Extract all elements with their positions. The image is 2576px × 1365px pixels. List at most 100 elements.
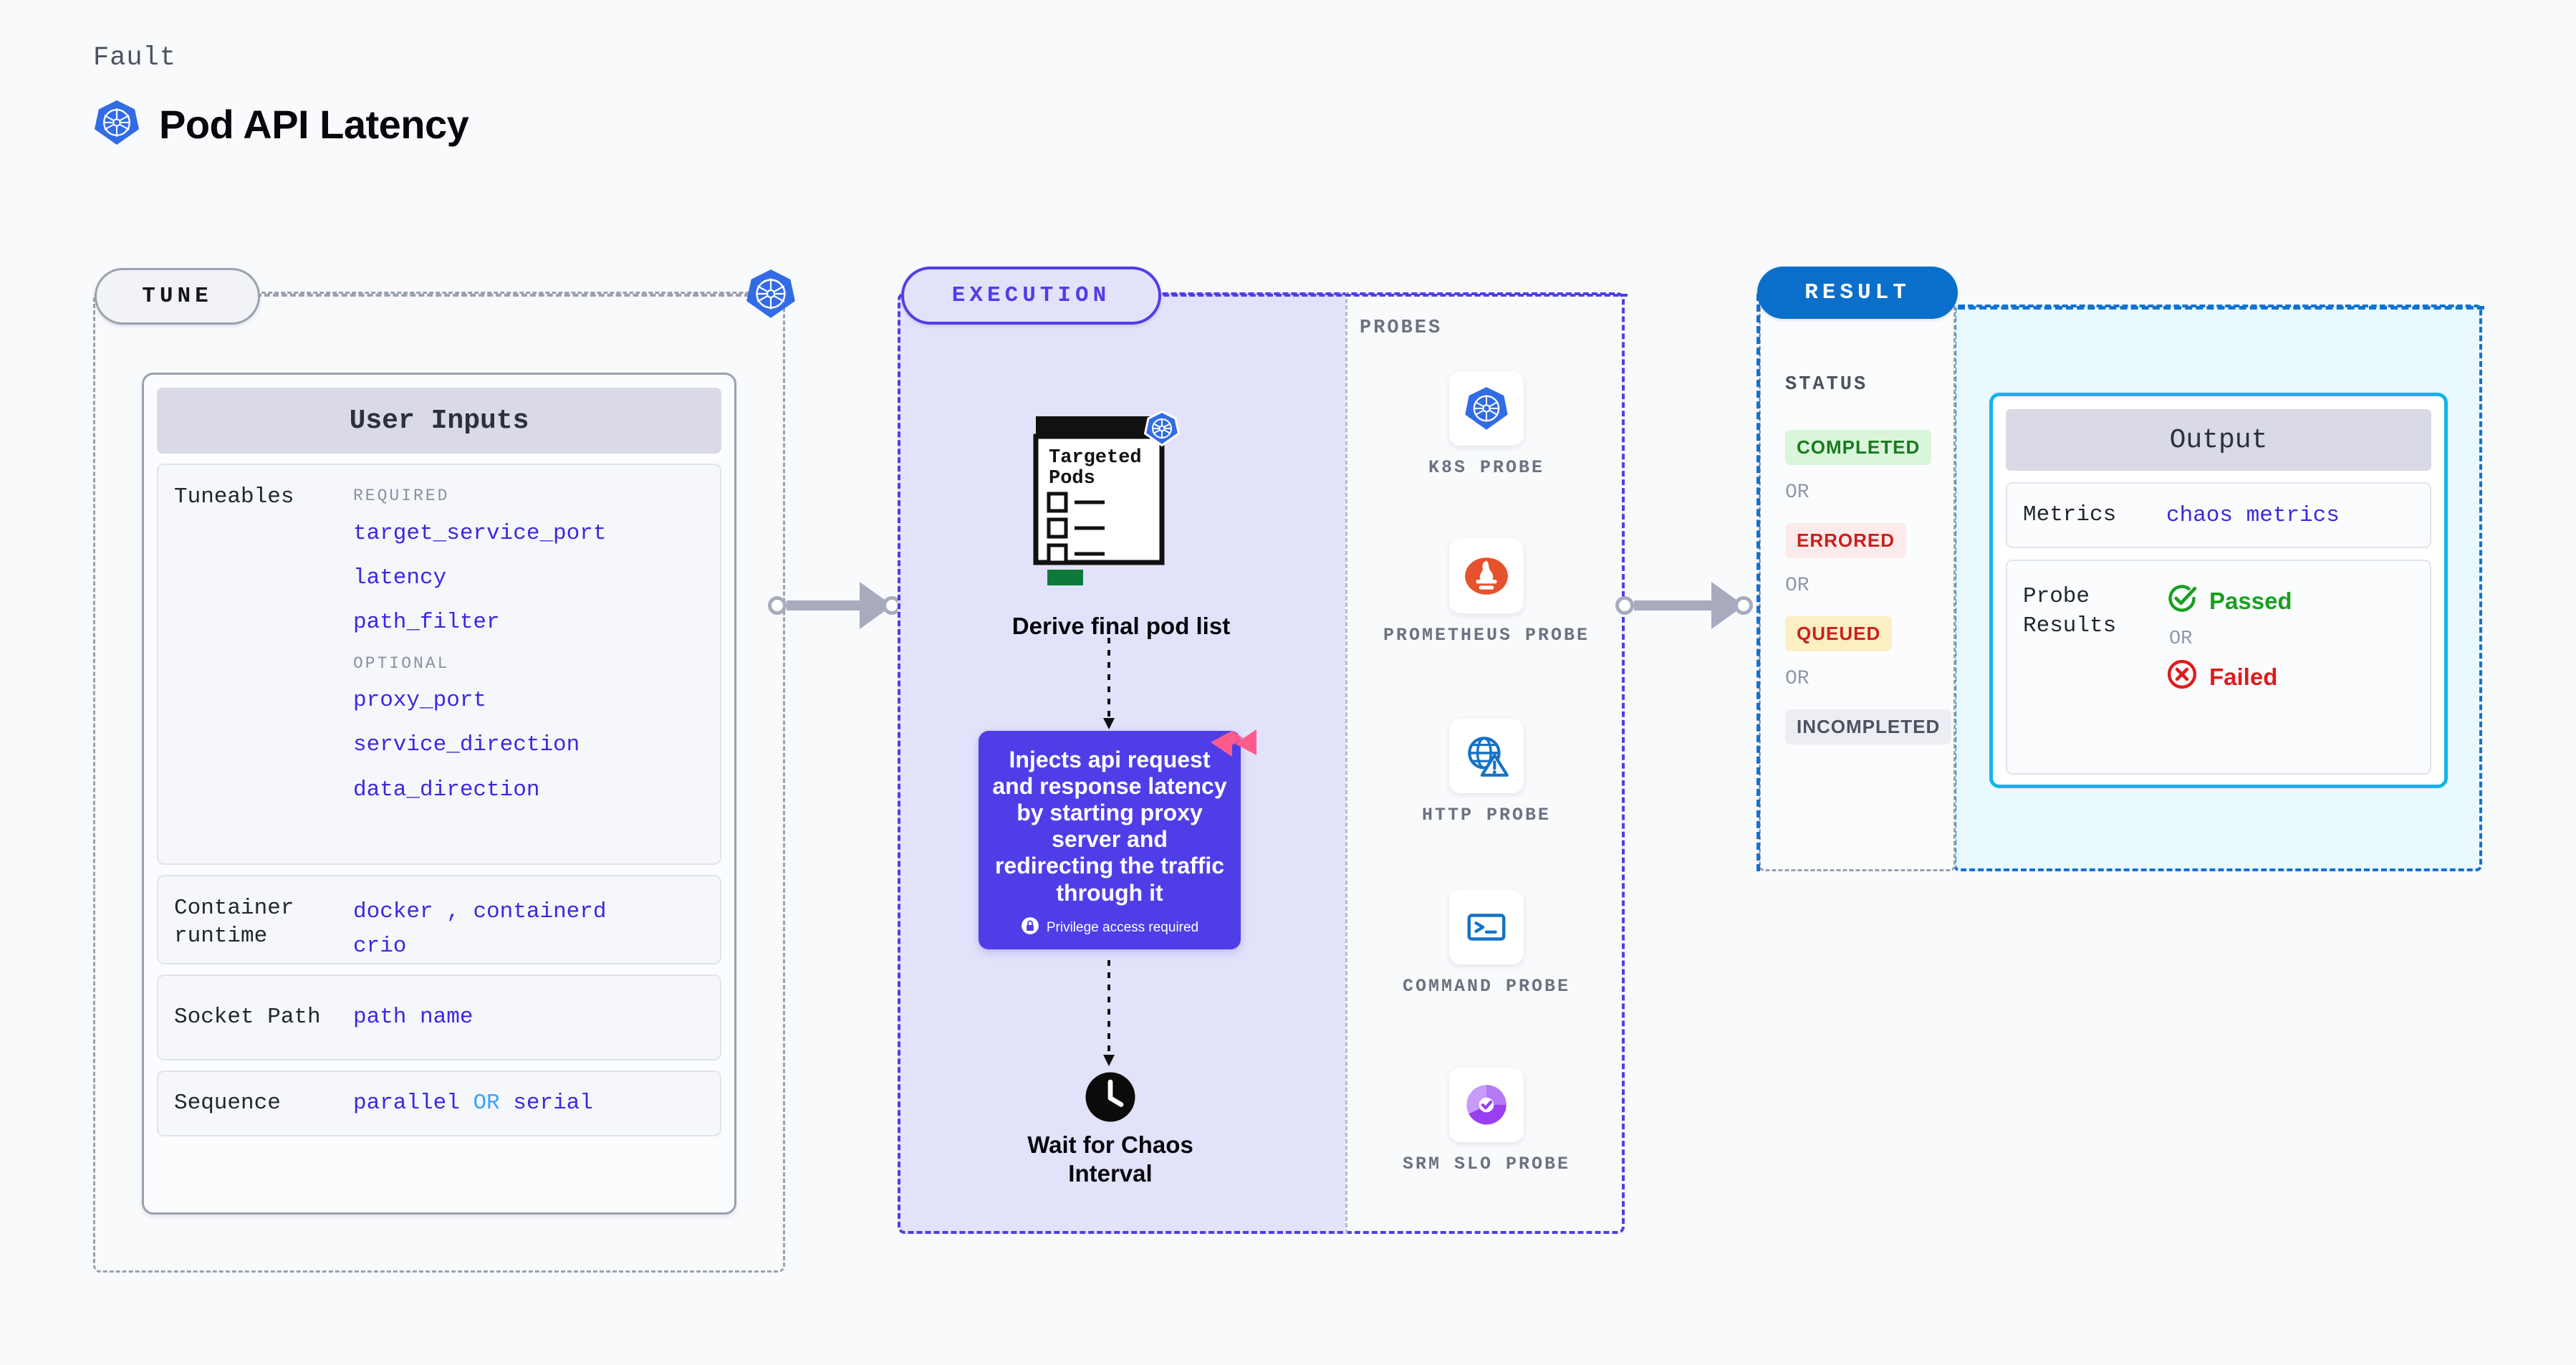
output-card: Output Metrics chaos metrics Probe Resul…: [1989, 393, 2448, 788]
result-stage-pill[interactable]: RESULT: [1757, 267, 1958, 319]
table-row: Sequence parallel OR serial: [157, 1071, 721, 1136]
probe-result-failed: Failed: [2166, 658, 2414, 696]
output-title: Output: [2006, 409, 2431, 471]
value-chip: parallel: [353, 1090, 460, 1116]
row-label: Tuneables: [174, 484, 294, 509]
metrics-label: Metrics: [2023, 502, 2117, 527]
value-separator: OR: [473, 1090, 500, 1116]
tune-connector-line: [256, 294, 750, 297]
harness-logo-icon: [1211, 728, 1256, 770]
row-label: Container runtime: [174, 896, 294, 949]
passed-label: Passed: [2209, 588, 2292, 615]
tuneable-item[interactable]: path_filter: [353, 609, 500, 635]
user-inputs-title: User Inputs: [157, 388, 721, 454]
status-heading: STATUS: [1785, 374, 1868, 396]
wait-step-label: Wait for Chaos Interval: [931, 1131, 1289, 1187]
pods-caption: Derive final pod list: [1011, 613, 1231, 639]
probe-item-command[interactable]: COMMAND PROBE: [1379, 890, 1594, 999]
status-badge: INCOMPLETED: [1785, 709, 1952, 744]
failed-label: Failed: [2209, 664, 2278, 691]
kubernetes-icon: [745, 268, 797, 320]
tuneable-item[interactable]: proxy_port: [353, 688, 487, 714]
tune-pill-label: TUNE: [142, 284, 213, 309]
result-status-panel: [1759, 294, 1956, 871]
srm-slo-donut-icon: [1449, 1068, 1524, 1142]
page-title-row: Pod API Latency: [93, 99, 469, 150]
value-chip: docker: [353, 899, 433, 924]
table-row: Tuneables REQUIRED target_service_port l…: [157, 464, 721, 865]
http-globe-warning-icon: [1449, 719, 1524, 793]
probe-label: PROMETHEUS PROBE: [1383, 625, 1590, 646]
probe-item-prometheus[interactable]: PROMETHEUS PROBE: [1379, 539, 1594, 648]
result-connector-line: [1958, 306, 2484, 310]
or-label: OR: [1785, 575, 1810, 597]
result-pill-label: RESULT: [1804, 280, 1911, 305]
fault-eyebrow: Fault: [93, 43, 177, 73]
probe-label: HTTP PROBE: [1421, 805, 1552, 825]
probe-item-srm-slo[interactable]: SRM SLO PROBE: [1379, 1068, 1594, 1177]
wait-label-line1: Wait for Chaos: [1027, 1131, 1193, 1158]
tuneable-item[interactable]: latency: [353, 565, 447, 590]
metrics-value: chaos metrics: [2166, 502, 2340, 528]
row-values: docker , containerd crio: [353, 895, 704, 959]
value-chip: containerd: [473, 899, 607, 924]
or-label: OR: [2169, 628, 2193, 651]
tuneable-item[interactable]: target_service_port: [353, 520, 607, 546]
flow-arrow-down: [1103, 960, 1115, 1066]
value-chip: serial: [513, 1090, 593, 1116]
table-row: Socket Path path name: [157, 974, 721, 1060]
tune-stage-pill[interactable]: TUNE: [95, 268, 260, 325]
metrics-row: Metrics chaos metrics: [2006, 482, 2431, 549]
probe-item-k8s[interactable]: K8S PROBE: [1379, 371, 1594, 480]
connector-endpoint: [1734, 596, 1753, 615]
user-inputs-card: User Inputs Tuneables REQUIRED target_se…: [142, 373, 736, 1215]
clock-icon: [1085, 1071, 1136, 1123]
connector-line: [1634, 600, 1713, 610]
probes-heading: PROBES: [1360, 317, 1443, 339]
probes-divider: [1345, 292, 1347, 1234]
privilege-note-label: Privilege access required: [1046, 919, 1199, 935]
probe-label: SRM SLO PROBE: [1402, 1154, 1571, 1174]
privilege-note-row: Privilege access required: [991, 916, 1228, 939]
probe-results-label: Probe Results: [2023, 584, 2117, 638]
page-header: Fault Pod API Latency: [93, 43, 469, 150]
connector-endpoint: [1615, 596, 1634, 615]
row-values: path name: [353, 1004, 474, 1030]
status-badge: COMPLETED: [1785, 430, 1932, 465]
kubernetes-icon: [93, 99, 140, 150]
connector-execution-to-result: [1615, 582, 1753, 629]
prometheus-icon: [1449, 539, 1524, 613]
terminal-icon: [1449, 890, 1524, 964]
wait-label-line2: Interval: [1068, 1159, 1153, 1187]
status-badge: QUEUED: [1785, 616, 1893, 651]
status-badge: ERRORED: [1785, 523, 1907, 558]
targeted-pods-illustration: Targeted Pods: [1033, 410, 1196, 593]
value-separator: ,: [446, 899, 460, 924]
kubernetes-icon: [1449, 371, 1524, 446]
inject-card-text: Injects api request and response latency…: [992, 747, 1227, 906]
connector-endpoint: [768, 596, 787, 615]
connector-line: [787, 600, 861, 610]
execution-pill-label: EXECUTION: [951, 283, 1111, 308]
page-title: Pod API Latency: [159, 102, 469, 147]
tuneable-item[interactable]: service_direction: [353, 732, 580, 758]
table-row: Container runtime docker , containerd cr…: [157, 875, 721, 964]
probe-item-http[interactable]: HTTP PROBE: [1379, 719, 1594, 828]
tune-panel: [93, 292, 785, 1273]
result-panel-left-border: [1756, 294, 1760, 871]
execution-stage-pill[interactable]: EXECUTION: [901, 267, 1161, 325]
optional-heading: OPTIONAL: [353, 653, 450, 673]
or-label: OR: [1785, 482, 1810, 504]
flow-arrow-down: [1103, 638, 1115, 729]
row-values: parallel OR serial: [353, 1086, 704, 1121]
row-values: REQUIRED target_service_port latency pat…: [353, 484, 704, 845]
execution-connector-line: [1155, 294, 1628, 297]
svg-text:Pods: Pods: [1049, 468, 1095, 489]
or-label: OR: [1785, 668, 1810, 690]
lock-icon: [1021, 916, 1039, 939]
probe-result-passed: Passed: [2166, 583, 2414, 620]
check-circle-icon: [2166, 583, 2198, 620]
svg-text:Targeted: Targeted: [1049, 447, 1142, 469]
tuneable-item[interactable]: data_direction: [353, 777, 540, 803]
probe-results-row: Probe Results Passed OR: [2006, 560, 2431, 775]
